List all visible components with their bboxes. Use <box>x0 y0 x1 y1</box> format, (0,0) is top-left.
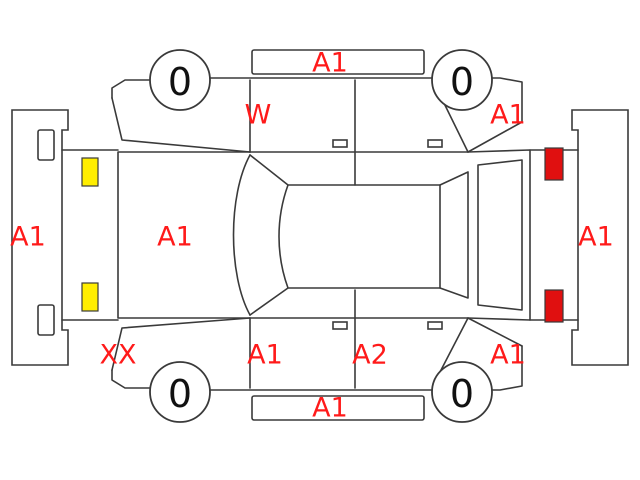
tire-rear-left-value: 0 <box>168 372 192 416</box>
tire-front-right-value: 0 <box>450 60 474 104</box>
rear-bumper <box>571 109 629 366</box>
mark-rear-door-bottom: A2 <box>352 340 388 371</box>
headlight-bottom <box>81 282 99 312</box>
taillight-bottom <box>544 289 564 323</box>
mark-rear-quarter-bottom: A1 <box>490 340 526 371</box>
top-sill <box>251 49 425 75</box>
taillight-top <box>544 147 564 181</box>
bottom-sill <box>251 395 425 421</box>
headlight-top <box>81 157 99 187</box>
mark-front-fender-bottom: XX <box>100 340 137 371</box>
tire-rear-left: 0 <box>149 361 211 423</box>
top-view-body <box>61 149 579 321</box>
mark-rear-quarter-top: A1 <box>490 100 526 131</box>
mark-side-sill-bottom: A1 <box>312 393 348 424</box>
tire-rear-right: 0 <box>431 361 493 423</box>
tire-front-right: 0 <box>431 49 493 111</box>
front-bumper <box>11 109 69 366</box>
bottom-side-profile <box>111 289 523 391</box>
tire-rear-right-value: 0 <box>450 372 474 416</box>
mark-front-bumper: A1 <box>10 222 46 253</box>
mark-front-door-bottom: A1 <box>247 340 283 371</box>
mark-roof-top: A1 <box>312 48 348 79</box>
mark-pillar-w: W <box>245 100 272 131</box>
mark-hood: A1 <box>157 222 193 253</box>
tire-front-left: 0 <box>149 49 211 111</box>
tire-front-left-value: 0 <box>168 60 192 104</box>
mark-rear-bumper: A1 <box>578 222 614 253</box>
